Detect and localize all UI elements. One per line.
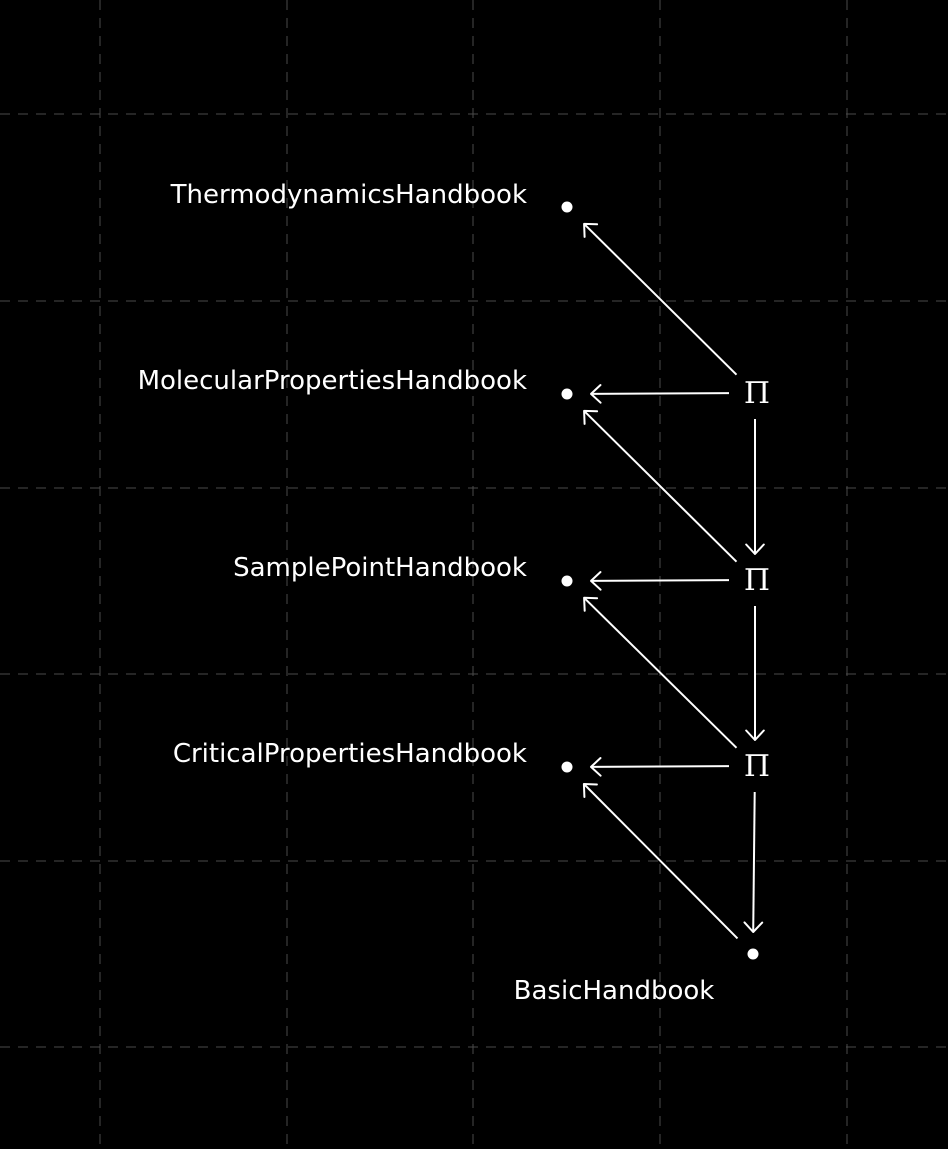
arrowhead xyxy=(582,783,598,798)
arrow-pi-3-to-critical xyxy=(590,757,730,777)
arrowhead xyxy=(583,596,599,612)
product-node-pi-1: Π xyxy=(744,376,770,411)
product-node-pi-3: Π xyxy=(744,749,770,784)
label-thermodynamics-handbook: ThermodynamicsHandbook xyxy=(170,180,527,210)
arrowhead xyxy=(745,729,765,741)
label-molecular-properties-handbook: MolecularPropertiesHandbook xyxy=(138,366,527,396)
arrow-pi-3-to-basic xyxy=(743,791,764,933)
arrow-basic-to-critical xyxy=(582,783,739,940)
arrow-shaft xyxy=(752,791,756,933)
arrow-pi-2-to-sample-point xyxy=(590,571,730,591)
arrow-pi-2-to-molecular xyxy=(583,409,738,563)
arrow-shaft xyxy=(590,765,730,768)
node-dot-thermodynamics xyxy=(561,201,573,213)
arrow-shaft xyxy=(583,783,739,940)
label-critical-properties-handbook: CriticalPropertiesHandbook xyxy=(173,739,527,769)
node-dot-critical xyxy=(561,761,573,773)
arrow-pi-1-to-molecular xyxy=(590,384,730,404)
arrowhead xyxy=(590,384,602,404)
arrow-shaft xyxy=(583,597,738,749)
arrowhead xyxy=(590,571,602,591)
node-dot-molecular xyxy=(561,388,573,400)
product-node-pi-2: Π xyxy=(744,563,770,598)
arrow-pi-1-to-pi-2 xyxy=(745,419,765,555)
arrow-pi-3-to-sample-point xyxy=(583,596,738,749)
arrowhead xyxy=(583,409,599,425)
node-dot-basic xyxy=(747,948,759,960)
arrowhead xyxy=(745,543,765,555)
arrowhead xyxy=(590,757,602,777)
arrow-pi-2-to-pi-3 xyxy=(745,606,765,741)
arrow-shaft xyxy=(590,579,730,582)
label-basic-handbook: BasicHandbook xyxy=(514,976,715,1006)
arrow-shaft xyxy=(583,223,738,376)
node-layer: ThermodynamicsHandbook MolecularProperti… xyxy=(138,180,771,1006)
node-dot-sample-point xyxy=(561,575,573,587)
arrow-shaft xyxy=(590,392,730,395)
arrow-pi-1-to-thermodynamics xyxy=(583,222,738,376)
edge-layer xyxy=(582,222,765,940)
arrowhead xyxy=(743,921,764,933)
arrow-shaft xyxy=(583,410,738,563)
label-sample-point-handbook: SamplePointHandbook xyxy=(233,553,527,583)
arrowhead xyxy=(583,222,599,238)
